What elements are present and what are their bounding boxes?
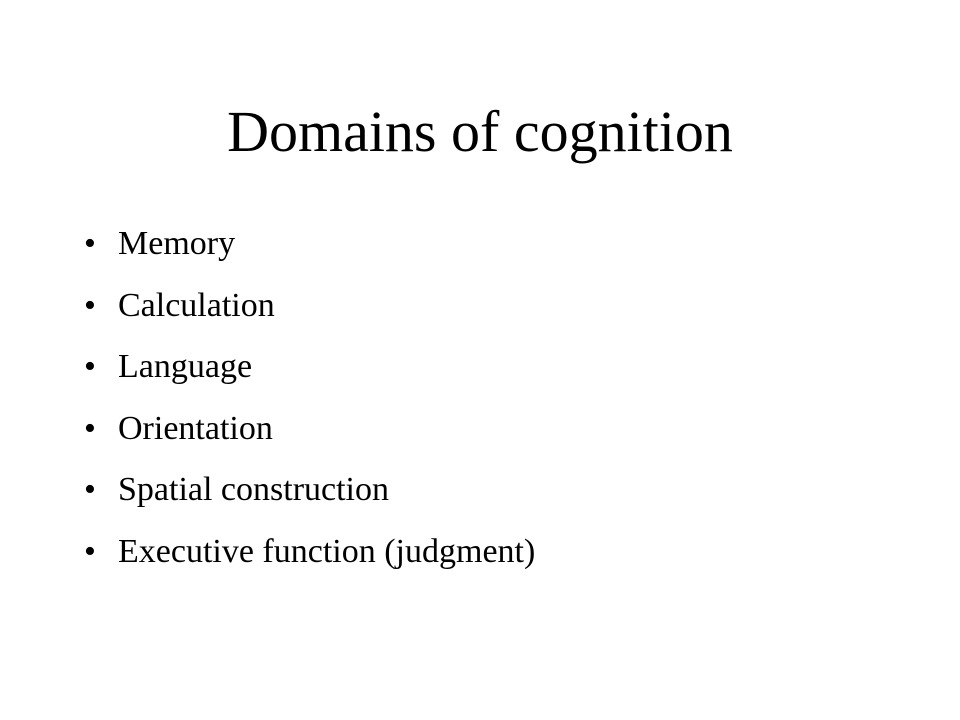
bullet-list: • Memory • Calculation • Language • Orie… — [84, 216, 535, 585]
list-item: • Memory — [84, 216, 535, 278]
list-item: • Language — [84, 339, 535, 401]
list-item-label: Calculation — [118, 286, 275, 324]
list-item: • Spatial construction — [84, 462, 535, 524]
slide-title: Domains of cognition — [227, 99, 733, 164]
list-item: • Orientation — [84, 401, 535, 463]
bullet-icon: • — [84, 225, 96, 262]
list-item-label: Spatial construction — [118, 471, 390, 508]
list-item-label: Language — [118, 348, 253, 385]
bullet-icon: • — [84, 348, 96, 385]
list-item-label: Orientation — [118, 409, 273, 447]
list-item: • Executive function (judgment) — [84, 524, 535, 586]
list-item: • Calculation — [84, 278, 535, 340]
list-item-label: Memory — [118, 225, 236, 262]
bullet-icon: • — [84, 286, 96, 324]
list-item-label: Executive function (judgment) — [118, 532, 536, 570]
bullet-icon: • — [84, 532, 96, 570]
bullet-icon: • — [84, 471, 96, 508]
bullet-icon: • — [84, 409, 96, 447]
